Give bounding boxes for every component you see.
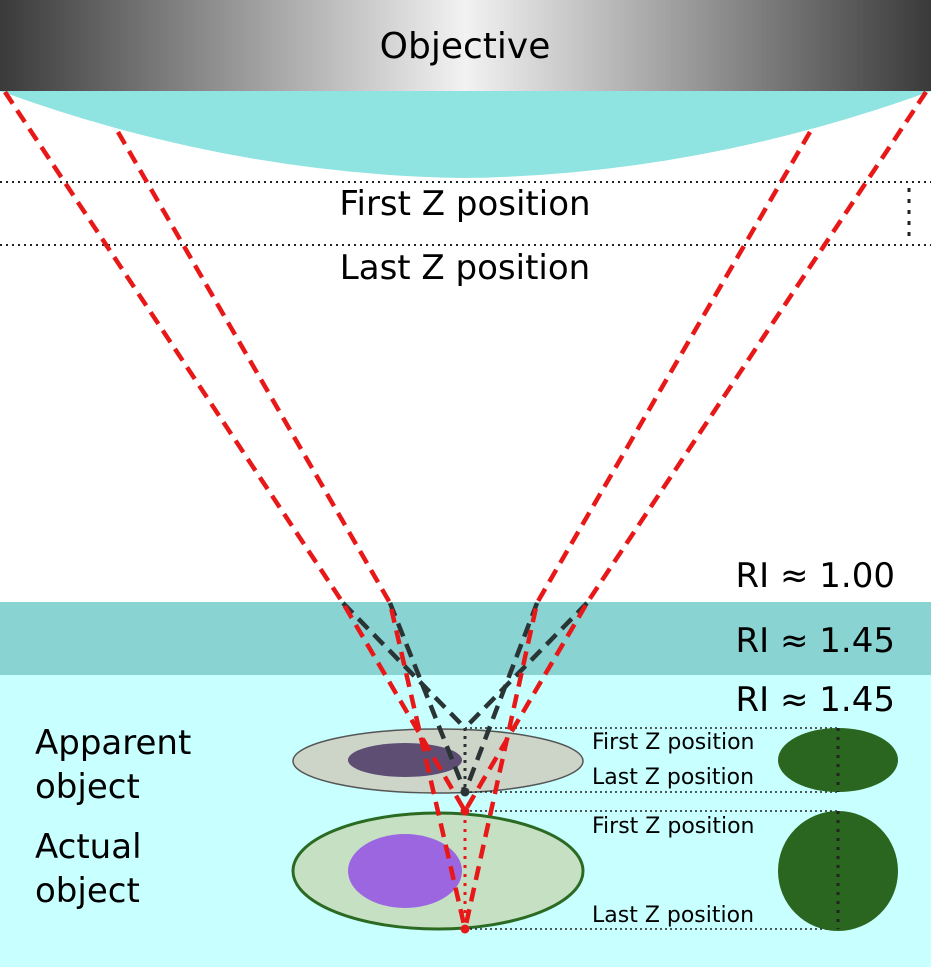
apparent-first-z-label: First Z position (592, 730, 755, 755)
actual-last-focus-point (460, 924, 470, 934)
actual-object-label-line1: Actual (35, 827, 142, 867)
actual-first-z-label: First Z position (592, 814, 755, 839)
actual-object-label-line2: object (35, 871, 140, 911)
apparent-object-label-line2: object (35, 767, 140, 807)
objective-body (0, 0, 931, 91)
actual-first-focus-point (460, 806, 470, 816)
apparent-last-focus-point (460, 787, 470, 797)
actual-ray-inner-left (116, 130, 468, 930)
apparent-ray-inner-left (387, 602, 468, 793)
actual-ray-outer-left (3, 90, 467, 813)
actual-ray-inner-right (462, 130, 812, 930)
apparent-object-label-line1: Apparent (35, 723, 191, 763)
actual-object-inner (348, 834, 462, 908)
apparent-ray-inner-right (462, 602, 540, 793)
apparent-object-inner (348, 743, 462, 777)
last-z-label-top: Last Z position (340, 248, 590, 288)
apparent-ray-outer-left (341, 601, 467, 730)
objective-lens (0, 91, 931, 178)
ri-medium-label: RI ≈ 1.45 (736, 680, 895, 720)
actual-last-z-label: Last Z position (592, 903, 754, 928)
first-z-label-top: First Z position (339, 184, 590, 224)
objective-label: Objective (380, 26, 551, 67)
apparent-ray-outer-right (463, 601, 589, 730)
actual-cell-side-view (778, 811, 898, 931)
apparent-cell-side-view (778, 728, 898, 792)
coverslip-layer (0, 602, 931, 675)
ri-coverslip-label: RI ≈ 1.45 (736, 621, 895, 661)
ri-air-label: RI ≈ 1.00 (736, 556, 895, 596)
apparent-last-z-label: Last Z position (592, 765, 754, 790)
